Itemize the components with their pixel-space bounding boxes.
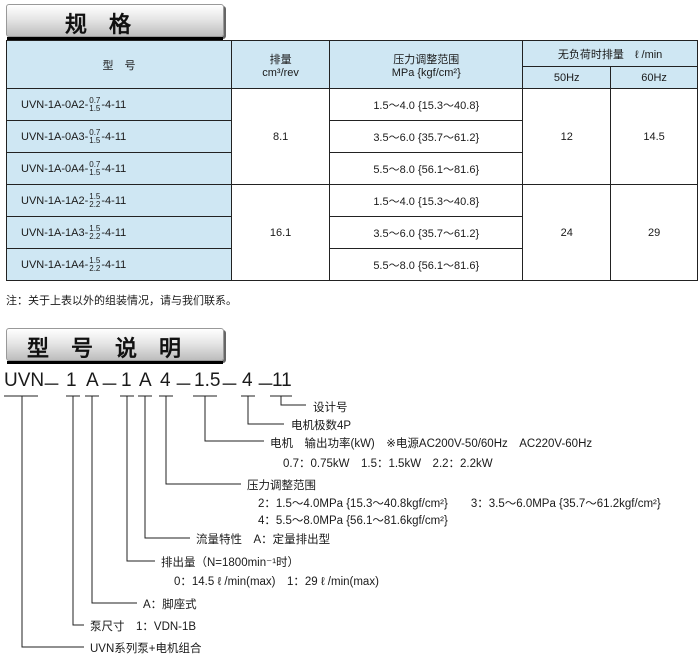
code-design: 11 — [272, 370, 292, 391]
col-header-model: 型 号 — [6, 40, 232, 89]
flow-60hz-cell: 29 — [610, 184, 698, 281]
legend-motor: 电机 输出功率(kW) ※电源AC200V-50/60Hz AC220V-60H… — [270, 438, 593, 450]
col-header-60hz: 60Hz — [610, 66, 698, 89]
displacement-cell: 8.1 — [230, 88, 331, 185]
model-section-title: 型 号 说 明 — [27, 337, 182, 362]
code-pressure: 4 — [160, 370, 171, 391]
code-motor: 1.5 — [194, 370, 221, 391]
legend-motor-options: 0.7：0.75kW 1.5：1.5kW 2.2：2.2kW — [283, 458, 493, 470]
header-underline — [7, 361, 223, 364]
legend-flow-type: 流量特性 A：定量排出型 — [196, 534, 331, 546]
legend-series: UVN系列泵+电机组合 — [90, 643, 202, 655]
legend-displacement-options: 0：14.5 ℓ /min(max) 1：29 ℓ /min(max) — [174, 576, 379, 588]
code-dash: － — [220, 375, 240, 396]
table-note: 注：关于上表以外的组装情况，请与我们联系。 — [6, 295, 237, 307]
code-flow-type: A — [139, 370, 152, 391]
displacement-cell: 16.1 — [230, 184, 331, 281]
col-header-flow: 无负荷时排量 ℓ /min — [522, 40, 698, 67]
code-dash: － — [100, 375, 120, 396]
pressure-cell: 3.5～6.0 {35.7～61.2} — [329, 120, 524, 153]
code-mount: A — [86, 370, 99, 391]
code-dash: － — [174, 375, 194, 396]
header-underline — [7, 37, 223, 40]
code-displacement: 1 — [121, 370, 132, 391]
legend-pressure-options-a: 2：1.5～4.0MPa {15.3～40.8kgf/cm²} 3：3.5～6.… — [258, 498, 661, 510]
pressure-cell: 5.5～8.0 {56.1～81.6} — [329, 248, 524, 281]
flow-60hz-cell: 14.5 — [610, 88, 698, 185]
spec-section-title: 规 格 — [65, 13, 132, 38]
code-dash: － — [256, 375, 276, 396]
legend-pressure: 压力调整范围 — [247, 480, 316, 492]
legend-poles: 电机极数4P — [291, 420, 352, 432]
spec-section-header: 规 格 — [6, 4, 224, 40]
pressure-cell: 5.5～8.0 {56.1～81.6} — [329, 152, 524, 185]
code-pump-size: 1 — [66, 370, 77, 391]
legend-pump-size: 泵尺寸 1：VDN-1B — [90, 621, 197, 633]
code-poles: 4 — [242, 370, 253, 391]
flow-50hz-cell: 24 — [522, 184, 612, 281]
legend-pressure-options-b: 4：5.5～8.0MPa {56.1～81.6kgf/cm²} — [258, 515, 448, 527]
pressure-cell: 1.5～4.0 {15.3～40.8} — [329, 88, 524, 121]
flow-50hz-cell: 12 — [522, 88, 612, 185]
legend-displacement: 排出量（N=1800min⁻¹时） — [161, 557, 300, 569]
legend-mount: A：脚座式 — [143, 599, 197, 611]
code-series: UVN — [4, 370, 45, 391]
code-dash: － — [42, 375, 62, 396]
legend-design: 设计号 — [313, 402, 348, 414]
model-section-header: 型 号 说 明 — [6, 328, 224, 364]
pressure-cell: 3.5～6.0 {35.7～61.2} — [329, 216, 524, 249]
